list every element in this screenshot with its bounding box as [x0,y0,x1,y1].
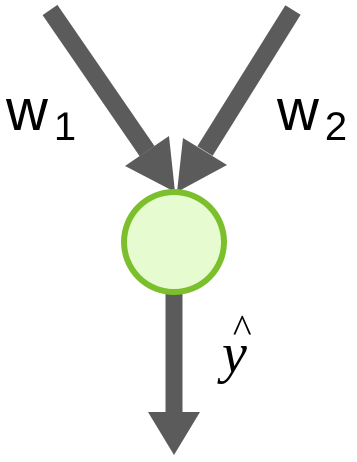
neuron-node [121,189,227,295]
output-accent: ^ [232,306,252,351]
weight-subscript-1: 1 [54,105,76,149]
weight-symbol-1: w [5,78,49,143]
input-arrow-2 [177,5,301,192]
output-symbol: y [217,323,247,385]
output-arrow [148,290,200,455]
weight-symbol-2: w [276,78,320,143]
output-label: ^ y [217,306,252,385]
weight-subscript-2: 2 [325,105,347,149]
input-arrow-1 [42,4,175,192]
